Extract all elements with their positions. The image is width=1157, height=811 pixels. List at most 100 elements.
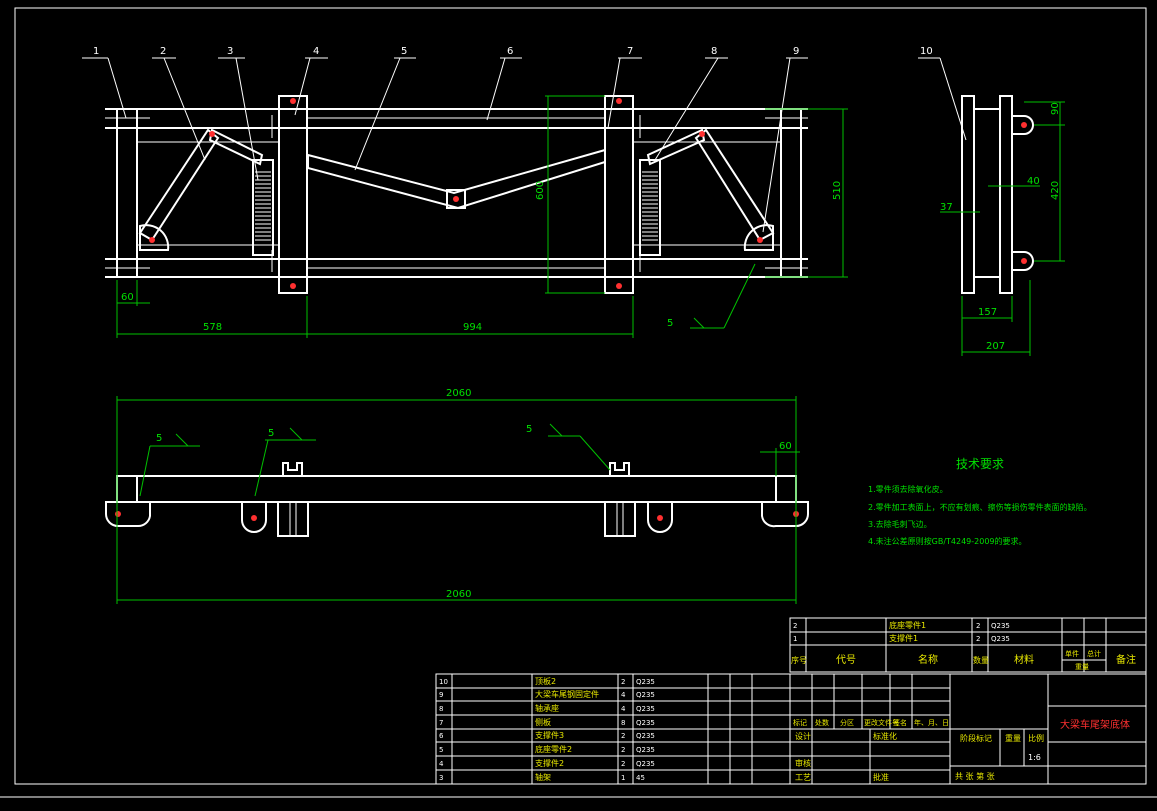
tech-item-4: 4.未注公差原则按GB/T4249-2009的要求。 — [868, 536, 1027, 546]
balloon-9: 9 — [793, 46, 799, 57]
balloon-6: 6 — [507, 46, 513, 57]
balloon-10: 10 — [920, 46, 933, 57]
balloon-1: 1 — [93, 46, 99, 57]
bom-lo-2-no: 8 — [439, 705, 443, 713]
bom-hdr-qty: 数量 — [973, 655, 989, 665]
dim-578: 578 — [203, 322, 222, 333]
bom-up-0-mat: Q235 — [991, 622, 1010, 630]
tb-sheets: 共 张 第 张 — [955, 771, 995, 781]
tb-zone: 分区 — [840, 718, 854, 727]
tech-item-2: 2.零件加工表面上，不应有划痕、擦伤等损伤零件表面的缺陷。 — [868, 502, 1092, 512]
balloon-8: 8 — [711, 46, 717, 57]
tb-count: 处数 — [815, 718, 829, 727]
dim-37: 37 — [940, 202, 953, 213]
bom-up-1-name: 支撑件1 — [889, 633, 918, 643]
bom-hdr-code: 代号 — [836, 654, 856, 666]
weld-label-3: 5 — [526, 424, 532, 435]
tech-item-3: 3.去除毛刺飞边。 — [868, 519, 932, 529]
bom-hdr-remark: 备注 — [1116, 653, 1136, 666]
balloon-5: 5 — [401, 46, 407, 57]
bom-lo-5-no: 5 — [439, 746, 443, 754]
tech-title: 技术要求 — [956, 457, 1004, 471]
bom-up-0-no: 2 — [793, 622, 797, 630]
tb-sign: 签名 — [893, 718, 907, 727]
bom-lo-2-qty: 4 — [621, 705, 626, 713]
side-view-dimensions — [940, 101, 1065, 356]
top-view — [105, 95, 808, 294]
tb-mark: 标记 — [793, 718, 807, 727]
bom-lo-3-mat: Q235 — [636, 719, 655, 727]
front-view-dimensions — [116, 396, 800, 604]
bom-lo-4-name: 支撑件3 — [535, 730, 564, 740]
bom-lo-7-qty: 1 — [621, 774, 625, 782]
balloon-4: 4 — [313, 46, 319, 57]
tb-stage-mark: 阶段标记 — [960, 733, 992, 743]
side-view — [961, 95, 1034, 294]
bom-lo-7-mat: 45 — [636, 774, 645, 782]
dim-2060-top: 2060 — [446, 388, 471, 399]
tech-item-1: 1.零件须去除氧化皮。 — [868, 484, 948, 494]
bom-up-0-name: 底座零件1 — [889, 620, 926, 630]
bom-upper-table — [789, 617, 1147, 673]
tb-approve: 批准 — [873, 772, 889, 782]
weld-symbol-top — [690, 263, 756, 329]
bom-lo-5-mat: Q235 — [636, 746, 655, 754]
dim-510: 510 — [832, 181, 843, 200]
weld-label-top: 5 — [667, 318, 673, 329]
balloon-2: 2 — [160, 46, 166, 57]
bom-hdr-total: 总计 — [1087, 649, 1101, 658]
bom-hdr-no: 序号 — [791, 655, 807, 665]
bom-hdr-weight: 重量 — [1075, 663, 1089, 671]
bom-lo-6-qty: 2 — [621, 760, 625, 768]
bom-lo-0-mat: Q235 — [636, 678, 655, 686]
bom-lo-1-name: 大梁车尾钢固定件 — [535, 689, 599, 699]
bom-lo-6-name: 支撑件2 — [535, 758, 564, 768]
bom-hdr-name: 名称 — [918, 653, 938, 666]
bom-lo-2-name: 轴承座 — [535, 703, 559, 713]
bom-lo-4-no: 6 — [439, 732, 444, 740]
bom-up-1-no: 1 — [793, 635, 797, 643]
dim-90: 90 — [1050, 102, 1061, 115]
bom-lower-rows: 10 顶板2 2 Q235 9 大梁车尾钢固定件 4 Q235 8 轴承座 4 … — [439, 676, 655, 782]
bom-lo-4-mat: Q235 — [636, 732, 655, 740]
bom-lo-7-no: 3 — [439, 774, 443, 782]
bom-lo-1-qty: 4 — [621, 691, 626, 699]
dim-2060-bottom: 2060 — [446, 589, 471, 600]
tb-standardize: 标准化 — [873, 731, 897, 741]
tb-change-doc: 更改文件号 — [864, 718, 899, 727]
bom-lo-0-qty: 2 — [621, 678, 625, 686]
bom-lo-3-qty: 8 — [621, 719, 625, 727]
dim-60-top: 60 — [121, 292, 134, 303]
tb-review: 审核 — [795, 758, 811, 768]
bom-up-1-qty: 2 — [976, 635, 980, 643]
bom-lo-6-mat: Q235 — [636, 760, 655, 768]
bom-lo-3-no: 7 — [439, 719, 443, 727]
tb-scale-value: 1:6 — [1028, 753, 1041, 762]
title-block — [789, 673, 1147, 785]
tb-design: 设计 — [795, 731, 811, 741]
weld-label-1: 5 — [156, 433, 162, 444]
bom-lo-0-no: 10 — [439, 678, 448, 686]
front-view — [105, 462, 809, 537]
bom-lo-5-qty: 2 — [621, 746, 625, 754]
dim-157: 157 — [978, 307, 997, 318]
tb-date: 年、月、日 — [914, 718, 949, 727]
tb-process: 工艺 — [795, 773, 811, 782]
bom-up-0-qty: 2 — [976, 622, 980, 630]
dim-40: 40 — [1027, 176, 1040, 187]
tb-scale: 比例 — [1028, 733, 1044, 743]
bom-lo-5-name: 底座零件2 — [535, 744, 572, 754]
inner-frame — [14, 7, 1147, 785]
bom-lo-4-qty: 2 — [621, 732, 625, 740]
balloon-7: 7 — [627, 46, 633, 57]
bom-lo-2-mat: Q235 — [636, 705, 655, 713]
tb-weight: 重量 — [1005, 733, 1021, 743]
bom-lo-3-name: 侧板 — [535, 717, 551, 727]
bom-up-1-mat: Q235 — [991, 635, 1010, 643]
balloon-leaders — [82, 57, 967, 233]
balloon-3: 3 — [227, 46, 233, 57]
dim-60-front: 60 — [779, 441, 792, 452]
top-view-dimensions — [116, 95, 848, 338]
bom-hdr-unit: 单件 — [1065, 649, 1079, 658]
